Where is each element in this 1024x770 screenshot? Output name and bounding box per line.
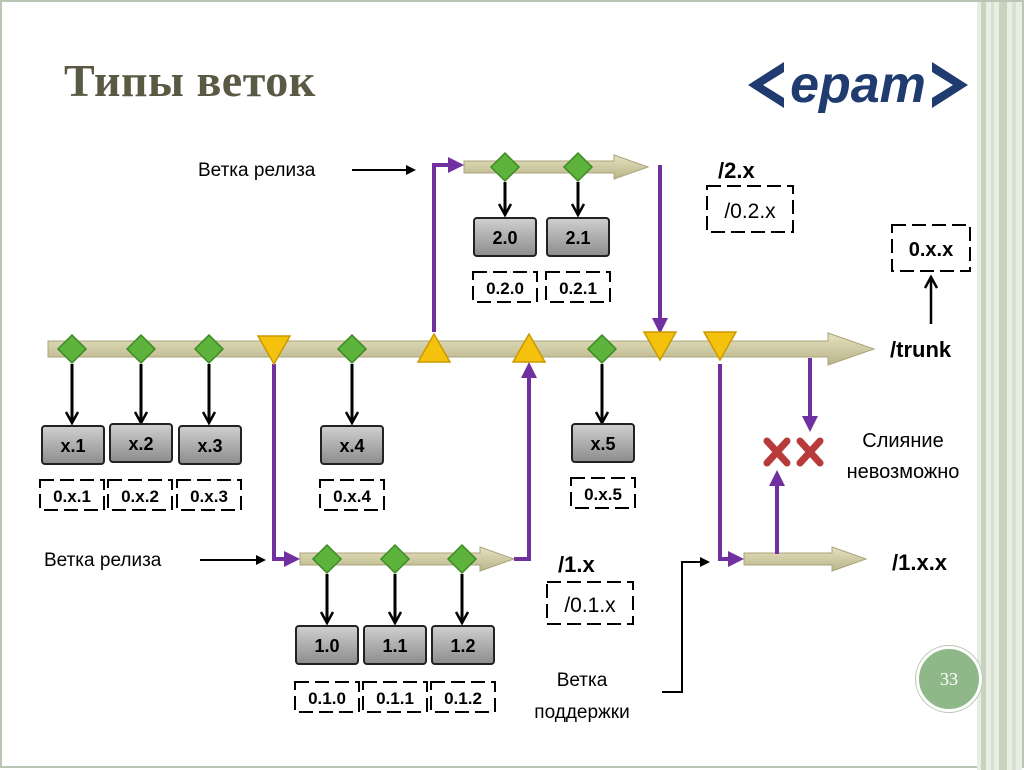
trunk-build-boxes: x.1 x.2 x.3 x.4 x.5: [41, 423, 635, 465]
tag-text: 0.1.1: [376, 689, 414, 708]
commit-diamond: [562, 151, 594, 183]
merge-blocked-line1: Слияние: [862, 430, 943, 452]
commit-diamond: [336, 333, 368, 365]
tag-text: 0.x.4: [333, 487, 371, 506]
tag-markers: [256, 331, 738, 366]
commit-diamond: [311, 543, 343, 575]
build-arrows: [72, 182, 602, 622]
release-top-name: /2.x: [718, 158, 755, 183]
commit-diamond: [586, 333, 618, 365]
commit-diamond: [379, 543, 411, 575]
build-label: 1.0: [314, 636, 339, 656]
support-pointer: [662, 557, 710, 693]
build-label: x.4: [339, 436, 364, 456]
build-label: x.2: [128, 434, 153, 454]
commit-diamond: [125, 333, 157, 365]
merge-blocked-line2: невозможно: [847, 461, 960, 483]
merge-point-triangle: [416, 332, 452, 363]
tag-text: 0.1.2: [444, 689, 482, 708]
commit-diamond: [193, 333, 225, 365]
release-top-annotation: Ветка релиза: [198, 160, 316, 181]
build-label: x.3: [197, 436, 222, 456]
merge-point-triangle: [511, 332, 547, 363]
build-label: 2.1: [565, 228, 590, 248]
release-top-version-tag: /0.2.x: [724, 200, 776, 223]
branch-lines: [272, 157, 818, 567]
build-label: 1.2: [450, 636, 475, 656]
commit-markers: [56, 151, 618, 575]
tag-text: 0.x.1: [53, 487, 91, 506]
tag-labels: [39, 185, 971, 713]
support-arrow: [743, 546, 868, 572]
trunk-arrow: [47, 332, 876, 366]
tag-label-texts: 0.x.1 0.x.2 0.x.3 0.x.4 0.x.5 0.2.0 0.2.…: [53, 279, 622, 708]
svg-text:epam: epam: [790, 56, 926, 114]
trunk-label: /trunk: [890, 337, 952, 362]
tag-text: 0.x.5: [584, 485, 622, 504]
support-name: /1.x.x: [892, 550, 948, 575]
release-top-build-boxes: 2.0 2.1: [473, 217, 610, 257]
branch-point-triangle: [702, 331, 738, 362]
merge-point-triangle: [642, 331, 678, 362]
tag-text: 0.2.1: [559, 279, 597, 298]
tag-text: 0.2.0: [486, 279, 524, 298]
epam-logo: epam: [748, 56, 968, 114]
branch-point-triangle: [256, 335, 292, 366]
commit-diamond: [489, 151, 521, 183]
support-annotation-line1: Ветка: [557, 670, 608, 691]
release-bottom-build-boxes: 1.0 1.1 1.2: [295, 625, 495, 665]
decorative-stripes: [977, 2, 1022, 770]
trunk-version-tag: 0.x.x: [909, 239, 953, 261]
commit-diamond: [56, 333, 88, 365]
release-bottom-version-tag: /0.1.x: [564, 594, 616, 617]
build-label: x.1: [60, 436, 85, 456]
build-label: x.5: [590, 434, 615, 454]
commit-diamond: [446, 543, 478, 575]
build-label: 1.1: [382, 636, 407, 656]
release-bottom-name: /1.x: [558, 552, 595, 577]
slide-title: Типы веток: [64, 55, 316, 106]
page-number: 33: [916, 646, 982, 712]
support-annotation-line2: поддержки: [534, 702, 629, 723]
tag-text: 0.x.3: [190, 487, 228, 506]
build-label: 2.0: [492, 228, 517, 248]
tag-text: 0.x.2: [121, 487, 159, 506]
tag-text: 0.1.0: [308, 689, 346, 708]
release-bottom-annotation: Ветка релиза: [44, 550, 162, 571]
merge-blocked-icon: [763, 437, 824, 467]
